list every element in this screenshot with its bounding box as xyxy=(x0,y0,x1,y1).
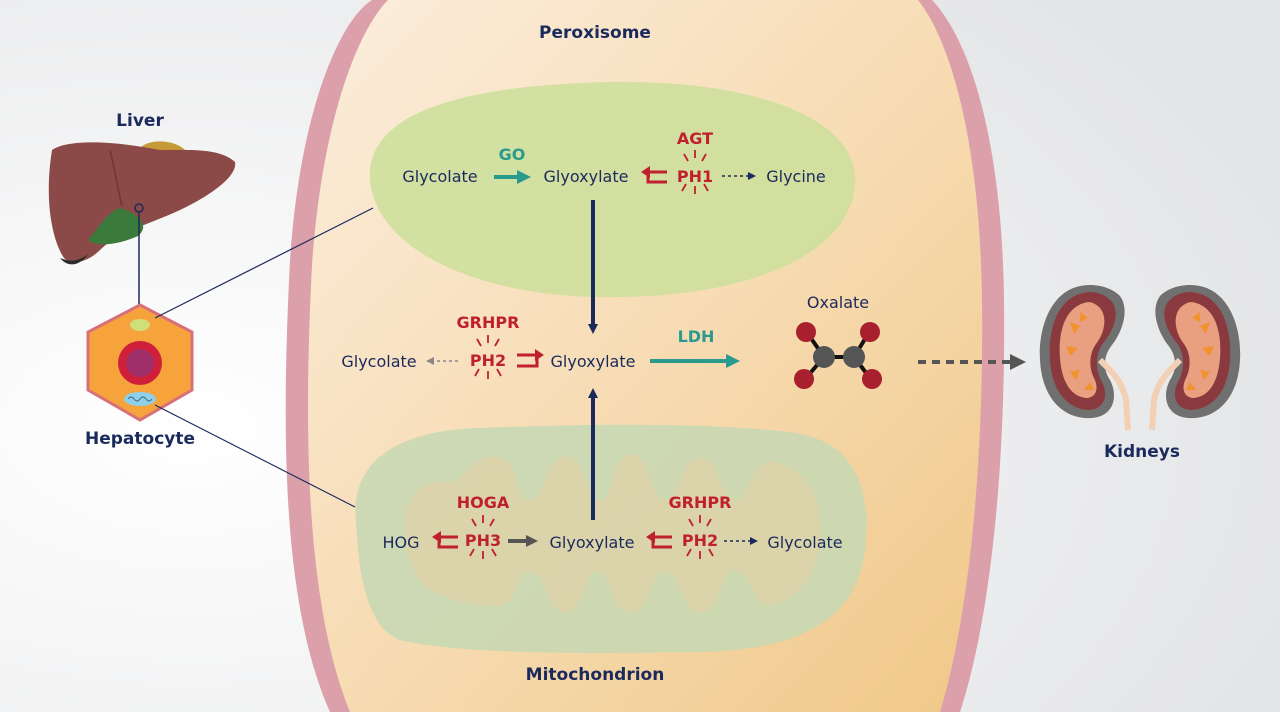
ph1-label: PH1 xyxy=(677,167,713,186)
go-enzyme-label: GO xyxy=(499,145,526,164)
agt-blocked-arrowhead xyxy=(641,166,650,178)
mitochondrion-cristae xyxy=(404,453,821,612)
ph3-label: PH3 xyxy=(465,531,501,550)
peroxisome-glyoxylate: Glyoxylate xyxy=(544,167,629,186)
peroxisome-title: Peroxisome xyxy=(539,23,651,43)
cytosol-grhpr-blocked-arrowhead xyxy=(535,349,544,361)
mitochondrion-title: Mitochondrion xyxy=(526,665,665,685)
oxalate-label: Oxalate xyxy=(807,293,869,312)
cytosol-grhpr-label: GRHPR xyxy=(457,313,520,332)
mito-grhpr-label: GRHPR xyxy=(669,493,732,512)
cytosol-glycolate: Glycolate xyxy=(341,352,416,371)
cytosol-glyoxylate: Glyoxylate xyxy=(551,352,636,371)
hepatocyte-title: Hepatocyte xyxy=(85,429,195,449)
peroxisome-glycine: Glycine xyxy=(766,167,826,186)
mito-grhpr-blocked-arrowhead xyxy=(646,531,655,543)
kidneys-title: Kidneys xyxy=(1104,442,1180,462)
mito-grhpr-blocked-arrow xyxy=(651,535,672,549)
cytosol-ph2-burst-icon xyxy=(474,335,502,379)
cytosol-ph2-label: PH2 xyxy=(470,351,506,370)
mito-ph2-label: PH2 xyxy=(682,531,718,550)
hepatocyte-icon xyxy=(86,303,194,422)
hoga-enzyme-label: HOGA xyxy=(457,493,510,512)
kidneys-icon xyxy=(1039,285,1241,431)
peroxisome-organelle xyxy=(369,81,856,298)
ph3-burst-icon xyxy=(469,515,497,559)
oxalate-molecule-icon xyxy=(794,322,882,389)
ph1-burst-icon xyxy=(681,150,709,194)
agt-blocked-arrow xyxy=(646,170,667,184)
hoga-blocked-arrow xyxy=(437,535,458,549)
hoga-blocked-arrowhead xyxy=(432,531,441,543)
liver-title: Liver xyxy=(116,111,164,131)
mito-hog: HOG xyxy=(382,533,419,552)
peroxisome-glycolate: Glycolate xyxy=(402,167,477,186)
agt-enzyme-label: AGT xyxy=(677,129,713,148)
liver-icon xyxy=(48,141,236,265)
mito-glycolate: Glycolate xyxy=(767,533,842,552)
cytosol-grhpr-blocked-arrow xyxy=(517,353,539,368)
mito-glyoxylate: Glyoxylate xyxy=(550,533,635,552)
mito-ph2-burst-icon xyxy=(686,515,714,559)
ldh-enzyme-label: LDH xyxy=(678,327,715,346)
peroxisome-zoom-line xyxy=(154,207,374,319)
mitochondrion-zoom-line xyxy=(154,404,356,508)
